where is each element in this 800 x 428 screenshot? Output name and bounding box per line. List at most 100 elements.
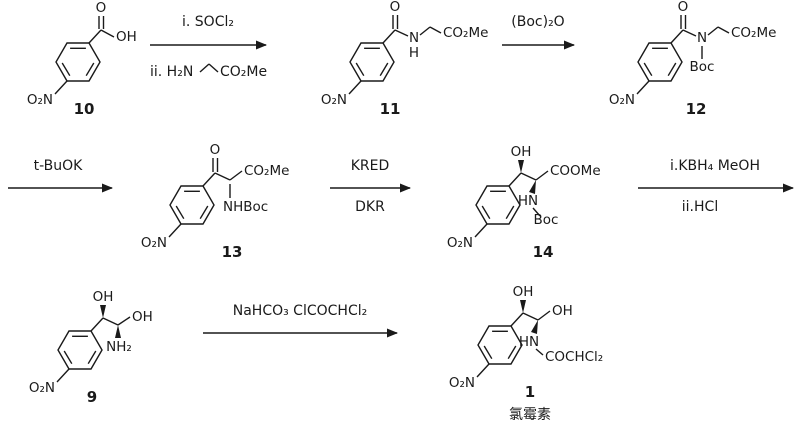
amide-nitrogen: N [409, 30, 419, 46]
reagent-above: i.KBH₄ MeOH [670, 158, 760, 174]
bond [229, 170, 243, 181]
bond [429, 26, 442, 34]
reagent-below-amine: ii. H₂N [150, 64, 193, 80]
amine-nh: HN [519, 334, 539, 350]
step-6: NaHCO₃ ClCOCHCl₂ [203, 303, 398, 338]
bond [510, 312, 524, 327]
bond [394, 29, 409, 37]
reagent-above: i. SOCl₂ [182, 14, 234, 30]
bond [56, 368, 70, 383]
bond [474, 223, 488, 238]
acyl-group: COCHCl₂ [545, 349, 603, 365]
benzene-ring [169, 185, 215, 225]
amine-group: NH₂ [106, 339, 132, 355]
compound-1: O₂N OH OH HN COCHCl₂ 1 氯霉素 [449, 284, 603, 423]
carbonyl-oxygen: O [678, 0, 689, 15]
bond [537, 310, 551, 321]
nhboc-group: NHBoc [223, 199, 268, 215]
bond [476, 363, 490, 378]
reagent-above: (Boc)₂O [511, 14, 564, 30]
bond [117, 316, 131, 326]
wedge-bond [100, 305, 106, 318]
benzene-ring [55, 42, 101, 82]
bond [100, 29, 115, 38]
bond [707, 26, 719, 36]
nitro-group: O₂N [609, 92, 635, 108]
reagent-above: KRED [351, 158, 390, 174]
wedge-bond [529, 180, 536, 194]
bond [168, 223, 182, 238]
ester-group: CO₂Me [731, 25, 776, 41]
amine-nh: HN [518, 193, 538, 209]
bond [419, 26, 431, 36]
compound-name-chinese: 氯霉素 [509, 407, 551, 423]
compound-number: 13 [222, 243, 243, 261]
bond [520, 172, 537, 181]
bond [535, 170, 549, 181]
compound-number: 9 [87, 388, 97, 406]
reagent-below: DKR [355, 199, 385, 215]
carbonyl-oxygen: O [390, 0, 401, 15]
compound-number: 1 [525, 383, 535, 401]
compound-13: O₂N O CO₂Me NHBoc 13 [141, 142, 290, 261]
bond [717, 26, 730, 34]
nitro-group: O₂N [447, 235, 473, 251]
reagent-above: NaHCO₃ ClCOCHCl₂ [233, 303, 367, 319]
compound-9: O₂N OH OH NH₂ 9 [29, 289, 153, 406]
step-5: i.KBH₄ MeOH ii.HCl [638, 158, 794, 215]
compound-number: 11 [380, 100, 401, 118]
ester-group: CO₂Me [443, 25, 488, 41]
nitro-group: O₂N [141, 235, 167, 251]
bond [208, 63, 219, 73]
step-3: t-BuOK [8, 158, 113, 193]
boc-group: Boc [534, 212, 559, 228]
benzene-ring [475, 185, 521, 225]
boc-group: Boc [690, 59, 715, 75]
hydroxyl-benzylic: OH [93, 289, 114, 305]
bond [348, 80, 362, 95]
hydroxyl-primary: OH [552, 303, 573, 319]
wedge-bond [520, 300, 526, 313]
bond [535, 348, 544, 356]
compound-11: O₂N O N H CO₂Me 11 [321, 0, 489, 118]
step-2: (Boc)₂O [502, 14, 575, 50]
ketone-oxygen: O [210, 142, 221, 158]
bond [90, 317, 104, 332]
bond [508, 172, 522, 187]
compound-number: 14 [533, 243, 554, 261]
hydroxyl-group: OH [511, 144, 532, 160]
nitro-group: O₂N [27, 92, 53, 108]
compound-14: O₂N OH COOMe HN Boc 14 [447, 144, 601, 261]
wedge-bond [531, 320, 538, 334]
step-1: i. SOCl₂ ii. H₂N CO₂Me [150, 14, 267, 80]
reagent-below: ii.HCl [682, 199, 718, 215]
compound-10: O₂N O OH 10 [27, 0, 137, 118]
compound-12: O₂N O N Boc CO₂Me 12 [609, 0, 777, 118]
wedge-bond [518, 160, 524, 173]
compound-number: 10 [74, 100, 95, 118]
bond [54, 80, 68, 95]
benzene-ring [349, 42, 395, 82]
step-4: KRED DKR [330, 158, 411, 215]
benzene-ring [57, 330, 103, 370]
bond [382, 29, 396, 44]
bond [682, 29, 697, 37]
reagent-below-ester: CO₂Me [220, 64, 267, 80]
ester-group: CO₂Me [244, 163, 289, 179]
hydroxyl-benzylic: OH [513, 284, 534, 300]
compound-number: 12 [686, 100, 707, 118]
nitro-group: O₂N [321, 92, 347, 108]
wedge-bond [115, 325, 121, 338]
amide-hydrogen: H [409, 45, 419, 61]
bond [214, 172, 231, 181]
bond [202, 172, 216, 187]
reagent-above: t-BuOK [34, 158, 84, 174]
bond [532, 207, 541, 217]
bond [522, 312, 539, 321]
nitro-group: O₂N [449, 375, 475, 391]
bond [102, 317, 119, 326]
amide-nitrogen: N [697, 30, 707, 46]
carbonyl-oxygen: O [96, 0, 107, 16]
